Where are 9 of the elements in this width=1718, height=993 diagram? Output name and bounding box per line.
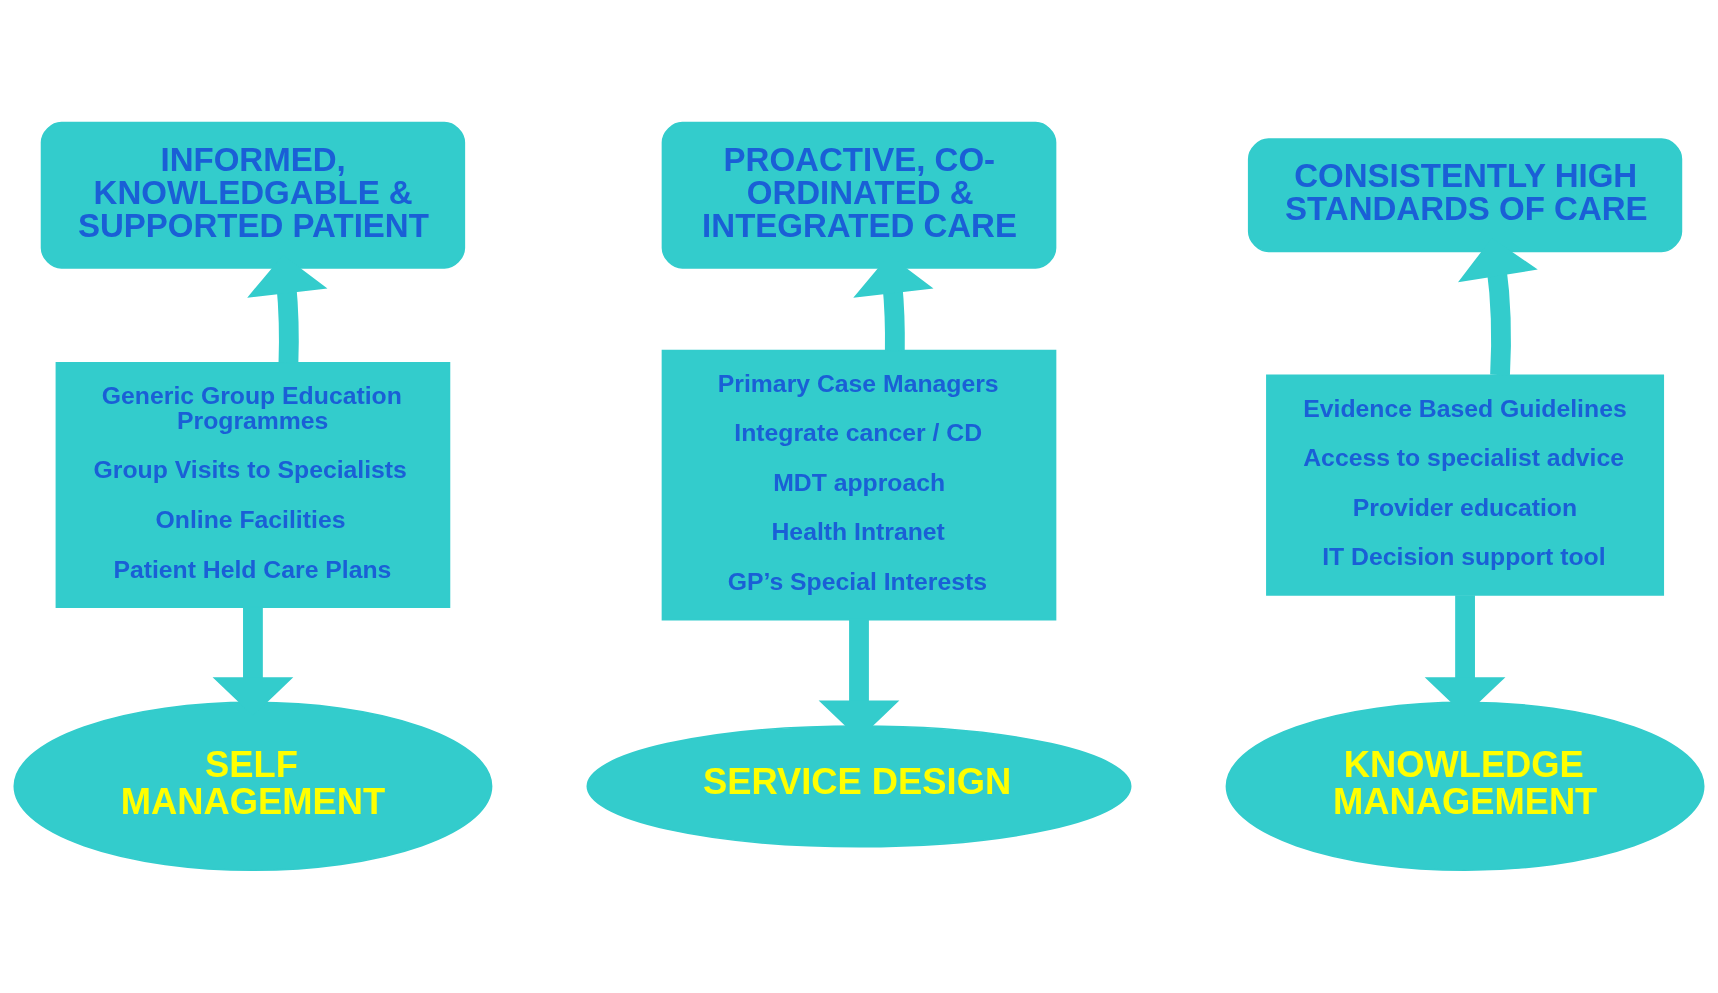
- node-box: CONSISTENTLY HIGH STANDARDS OF CARE: [1247, 138, 1683, 253]
- node-ellipse: SERVICE DESIGN: [586, 725, 1132, 848]
- node-box: PROACTIVE, CO-ORDINATED & INTEGRATED CARE: [661, 121, 1057, 269]
- node-box: INFORMED, KNOWLEDGABLE & SUPPORTED PATIENT: [40, 121, 466, 269]
- node-box: Generic Group Education Programmes Group Visits to Specialists Online Facilities Patient Held Care Plans: [55, 362, 451, 609]
- node-ellipse: SELF MANAGEMENT: [13, 701, 493, 872]
- node-ellipse: KNOWLEDGE MANAGEMENT: [1225, 701, 1705, 872]
- node-box: Evidence Based Guidelines Access to specialist advice Provider education IT Decision support tool: [1266, 374, 1665, 596]
- node-box: Primary Case Managers Integrate cancer / CD MDT approach Health Intranet GP’s Special Interests: [661, 349, 1057, 621]
